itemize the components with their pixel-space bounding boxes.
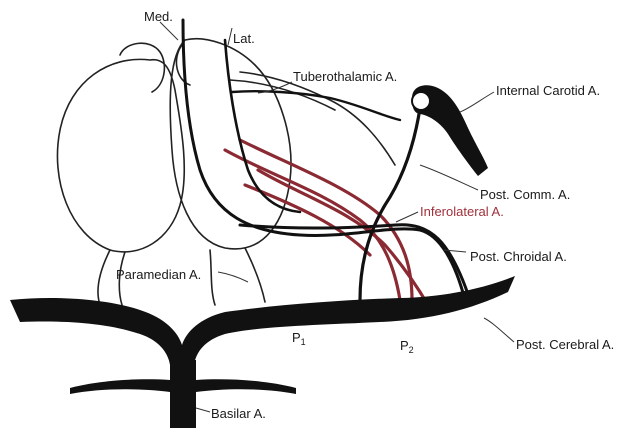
lateral-thalamus-outline — [170, 39, 291, 249]
leader-post-cerebral — [484, 318, 514, 342]
label-med: Med. — [144, 10, 173, 23]
leader-paramedian — [218, 272, 248, 282]
leader-lat — [228, 28, 232, 45]
label-basilar: Basilar A. — [211, 407, 266, 420]
label-inferolateral: Inferolateral A. — [420, 205, 504, 218]
label-p1: P1 — [292, 331, 306, 347]
leader-inferolateral — [396, 212, 418, 222]
p1-subscript: 1 — [301, 337, 306, 347]
leader-basilar — [196, 408, 210, 412]
leader-med — [160, 22, 178, 40]
medial-thalamus-lobe — [120, 43, 164, 92]
p2-letter: P — [400, 338, 409, 353]
basilar-branch-right — [196, 379, 296, 394]
label-p2: P2 — [400, 339, 414, 355]
p1-letter: P — [292, 330, 301, 345]
tuberothalamic-artery — [232, 91, 400, 120]
basilar-branch-left — [70, 379, 170, 394]
posterior-choroidal-artery — [240, 225, 470, 300]
label-post-comm: Post. Comm. A. — [480, 188, 570, 201]
posterior-communicating-artery — [360, 108, 420, 300]
label-internal-carotid: Internal Carotid A. — [496, 84, 600, 97]
label-lat: Lat. — [233, 32, 255, 45]
medial-thalamus-outline — [57, 59, 184, 252]
internal-carotid-lumen — [412, 92, 430, 110]
inferolateral-branch-2 — [240, 140, 412, 300]
p2-subscript: 2 — [409, 345, 414, 355]
label-post-cerebral: Post. Cerebral A. — [516, 338, 614, 351]
label-paramedian: Paramedian A. — [116, 268, 201, 281]
leader-internal-carotid — [460, 92, 494, 112]
paramedian-stem-right-2 — [245, 248, 265, 302]
basilar-artery — [170, 360, 196, 428]
leader-post-comm — [420, 165, 478, 190]
medial-thalamic-perforator — [183, 20, 465, 300]
paramedian-stem-left — [98, 250, 110, 305]
paramedian-stem-right — [210, 250, 215, 305]
label-tuberothalamic: Tuberothalamic A. — [293, 70, 397, 83]
label-post-choroidal: Post. Chroidal A. — [470, 250, 567, 263]
